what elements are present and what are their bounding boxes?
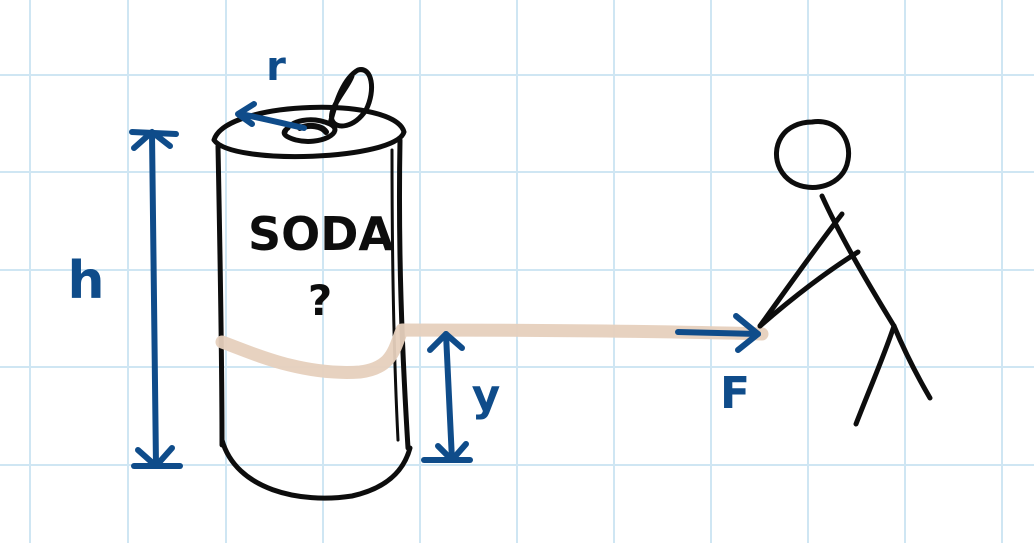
person-leg-right <box>891 323 933 401</box>
stick-figure-person <box>757 119 933 427</box>
radius-label: r <box>266 44 286 90</box>
height-label: h <box>67 251 104 311</box>
person-arm-lower <box>757 249 861 329</box>
rope-height-label: y <box>472 370 501 421</box>
person-arm-upper <box>757 211 845 329</box>
rope <box>215 323 769 379</box>
can-left-side <box>215 143 225 448</box>
pull-tab-icon <box>281 67 375 144</box>
force-arrow: F <box>675 313 761 419</box>
rope-height-dimension-arrow: y <box>421 331 501 463</box>
soda-can: SODA ? <box>211 67 413 501</box>
person-body <box>819 193 897 329</box>
person-head <box>774 119 852 190</box>
can-right-side <box>396 137 411 451</box>
question-mark: ? <box>308 276 332 325</box>
force-label: F <box>720 368 750 419</box>
can-top-rim <box>211 104 407 160</box>
radius-arrow: r <box>235 44 307 131</box>
can-label: SODA <box>248 207 394 261</box>
height-dimension-arrow: h <box>67 129 183 469</box>
can-right-side-shadow <box>390 148 400 442</box>
person-leg-left <box>853 323 897 427</box>
can-bottom <box>219 437 413 501</box>
